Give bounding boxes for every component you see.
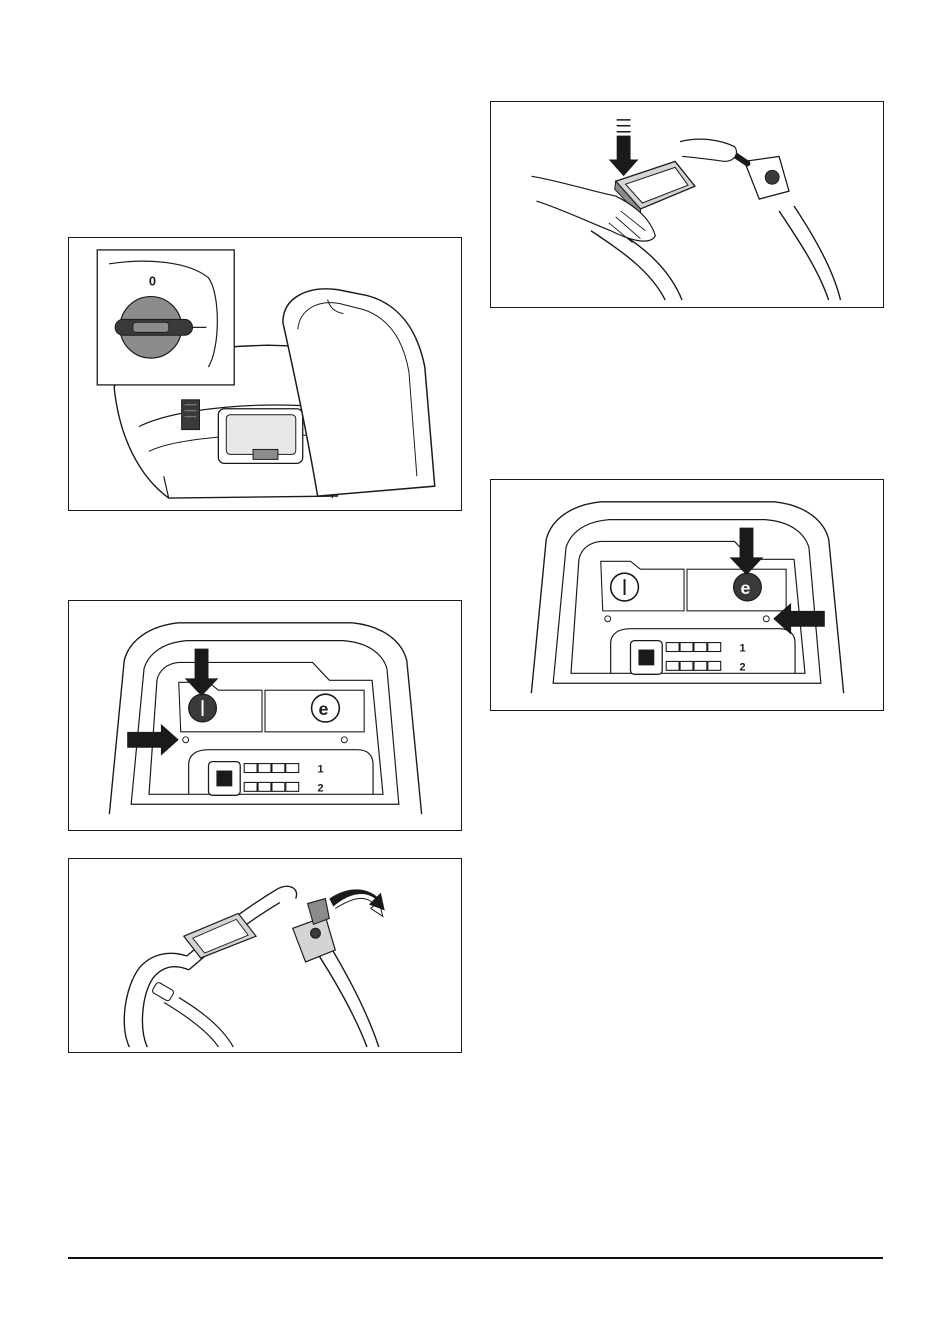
down-arrow-icon <box>609 136 639 177</box>
battery-row-1-label: 1 <box>740 643 746 655</box>
handle-press-illustration <box>491 102 883 307</box>
svg-text:e: e <box>741 578 751 598</box>
handle-lever-illustration <box>69 859 461 1052</box>
switch-off-symbol: 0 <box>149 274 156 289</box>
control-panel-eco-illustration: e 1 2 <box>491 480 883 710</box>
figure-key-knob: 0 <box>68 237 462 511</box>
svg-text:e: e <box>319 699 329 719</box>
control-panel-power-illustration: e 1 2 <box>69 601 461 830</box>
figure-panel-eco: e 1 2 <box>490 479 884 711</box>
footer-rule <box>68 1257 883 1259</box>
battery-row-1-label: 1 <box>318 764 324 776</box>
figure-panel-power: e 1 2 <box>68 600 462 831</box>
battery-row-2-label: 2 <box>318 782 324 794</box>
figure-handle-press <box>490 101 884 308</box>
key-knob-illustration: 0 <box>69 238 461 510</box>
figure-handle-lever <box>68 858 462 1053</box>
battery-row-2-label: 2 <box>740 661 746 673</box>
